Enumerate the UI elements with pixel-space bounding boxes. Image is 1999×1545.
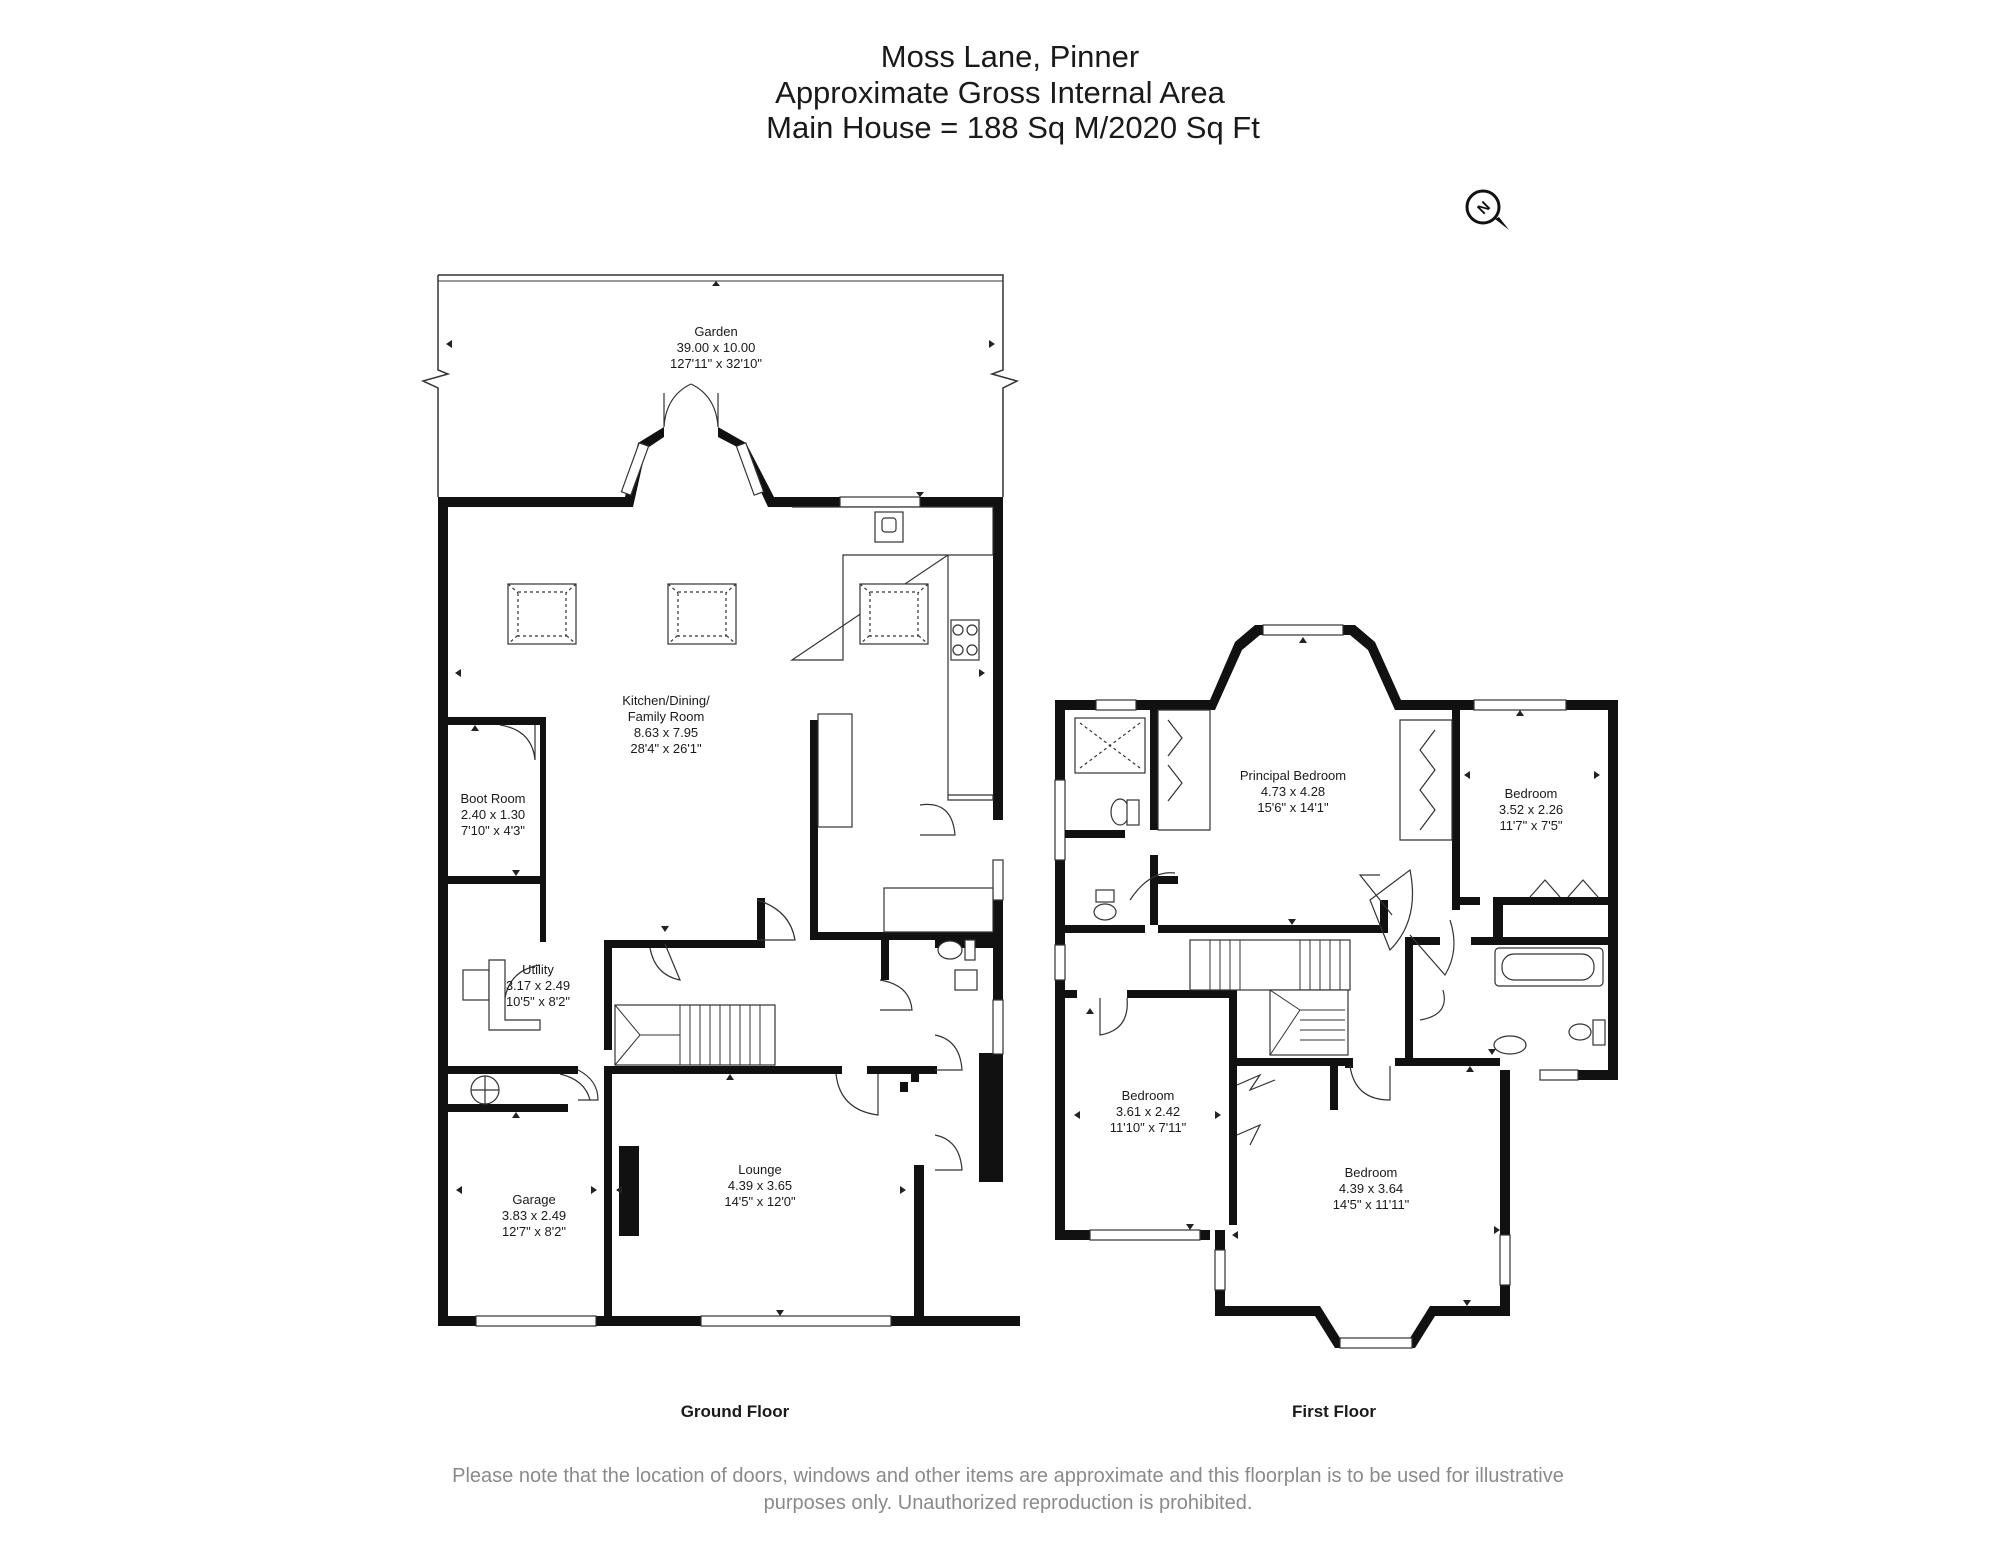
room-imperial: 11'7" x 7'5": [1499, 818, 1562, 833]
disclaimer-line-1: Please note that the location of doors, …: [452, 1465, 1564, 1487]
skylight-1: [507, 583, 577, 645]
room-label-garden: Garden 39.00 x 10.00 127'11" x 32'10": [670, 324, 762, 371]
first-floor-plan: [1054, 624, 1618, 1349]
header-line-3: Main House = 188 Sq M/2020 Sq Ft: [766, 110, 1260, 145]
room-label-bedroom-2: Bedroom 3.52 x 2.26 11'7" x 7'5": [1499, 786, 1563, 833]
room-name-2: Family Room: [628, 709, 705, 724]
skylight-2: [667, 583, 737, 645]
room-metric: 39.00 x 10.00: [677, 340, 756, 355]
room-imperial: 28'4" x 26'1": [630, 741, 702, 756]
room-name: Principal Bedroom: [1240, 768, 1346, 783]
room-name: Garage: [512, 1192, 555, 1207]
room-label-garage: Garage 3.83 x 2.49 12'7" x 8'2": [502, 1192, 567, 1239]
garden-window: [839, 496, 921, 508]
ground-floor-plan: [420, 274, 1020, 1327]
room-imperial: 7'10" x 4'3": [461, 823, 525, 838]
room-label-boot-room: Boot Room 2.40 x 1.30 7'10" x 4'3": [460, 791, 525, 838]
room-label-bedroom-3: Bedroom 3.61 x 2.42 11'10" x 7'11": [1110, 1088, 1187, 1135]
plan-header: Moss Lane, Pinner Approximate Gross Inte…: [766, 39, 1260, 145]
room-imperial: 15'6" x 14'1": [1257, 800, 1329, 815]
room-label-principal-bedroom: Principal Bedroom 4.73 x 4.28 15'6" x 14…: [1240, 768, 1346, 815]
room-name: Lounge: [738, 1162, 781, 1177]
garden-boundary: [420, 274, 1020, 497]
room-label-utility: Utility 3.17 x 2.49 10'5" x 8'2": [506, 962, 571, 1009]
room-label-lounge: Lounge 4.39 x 3.65 14'5" x 12'0": [724, 1162, 796, 1209]
ground-floor-label: Ground Floor: [681, 1402, 790, 1421]
room-name: Bedroom: [1505, 786, 1558, 801]
room-metric: 4.39 x 3.65: [728, 1178, 792, 1193]
room-metric: 2.40 x 1.30: [461, 807, 525, 822]
ground-stairs: [614, 1004, 776, 1066]
header-line-2: Approximate Gross Internal Area: [775, 75, 1225, 110]
room-metric: 8.63 x 7.95: [634, 725, 698, 740]
room-label-kitchen: Kitchen/Dining/ Family Room 8.63 x 7.95 …: [622, 693, 710, 756]
first-floor-label: First Floor: [1292, 1402, 1376, 1421]
room-label-bedroom-4: Bedroom 4.39 x 3.64 14'5" x 11'11": [1333, 1165, 1410, 1212]
room-imperial: 11'10" x 7'11": [1110, 1120, 1187, 1135]
room-imperial: 127'11" x 32'10": [670, 356, 762, 371]
room-name: Bedroom: [1345, 1165, 1398, 1180]
room-imperial: 10'5" x 8'2": [506, 994, 570, 1009]
room-imperial: 12'7" x 8'2": [502, 1224, 566, 1239]
skylight-3: [859, 583, 929, 645]
room-name: Kitchen/Dining/: [622, 693, 710, 708]
room-metric: 3.52 x 2.26: [1499, 802, 1563, 817]
room-metric: 4.39 x 3.64: [1339, 1181, 1403, 1196]
north-compass-icon: N: [1465, 189, 1509, 230]
room-metric: 3.61 x 2.42: [1116, 1104, 1180, 1119]
disclaimer-line-2: purposes only. Unauthorized reproduction…: [764, 1492, 1253, 1514]
room-imperial: 14'5" x 11'11": [1333, 1197, 1410, 1212]
room-metric: 4.73 x 4.28: [1261, 784, 1325, 799]
room-name: Garden: [694, 324, 737, 339]
room-imperial: 14'5" x 12'0": [724, 1194, 796, 1209]
room-metric: 3.17 x 2.49: [506, 978, 570, 993]
room-metric: 3.83 x 2.49: [502, 1208, 566, 1223]
room-name: Utility: [522, 962, 554, 977]
room-name: Boot Room: [460, 791, 525, 806]
header-line-1: Moss Lane, Pinner: [881, 39, 1139, 74]
room-name: Bedroom: [1122, 1088, 1175, 1103]
